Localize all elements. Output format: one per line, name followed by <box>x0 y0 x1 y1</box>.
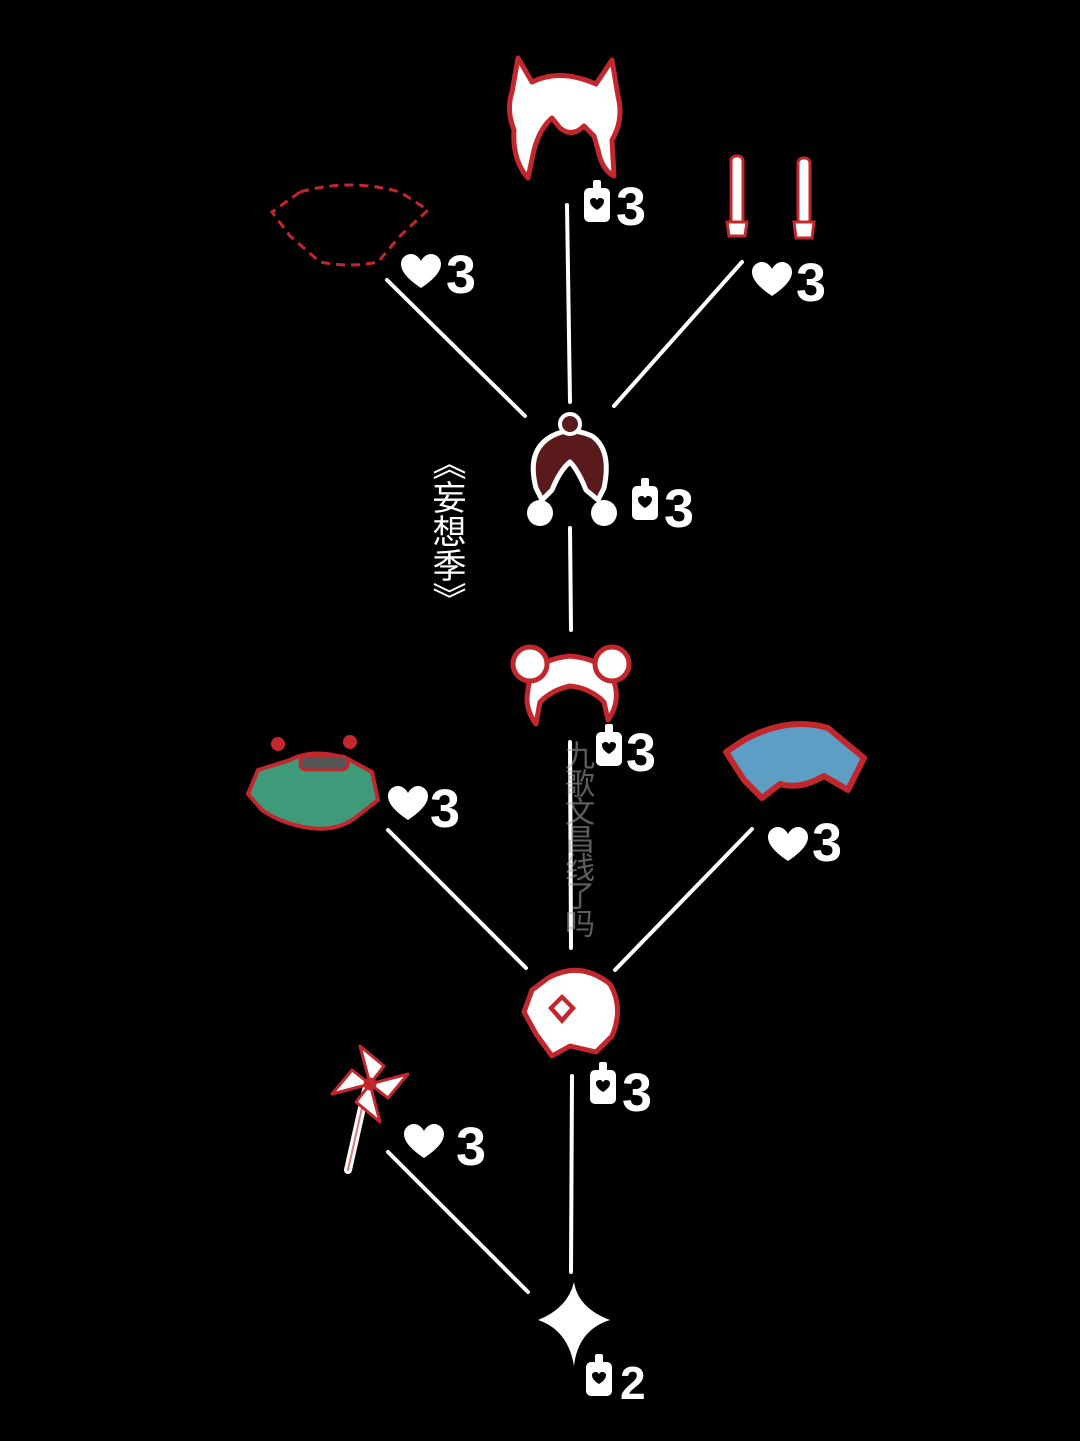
cost-label: 3 <box>812 816 842 870</box>
season-label: 《妄想季》 <box>426 446 466 616</box>
cost-value: 3 <box>446 245 477 305</box>
cost-value: 3 <box>812 813 843 873</box>
cost-label: 2 <box>620 1360 646 1406</box>
connector-line <box>386 1150 530 1294</box>
blue-cape-icon[interactable] <box>723 721 867 801</box>
cost-value: 3 <box>616 177 647 237</box>
cost-label: 3 <box>796 256 826 310</box>
connector-line <box>613 827 754 972</box>
connector-line <box>568 526 573 632</box>
cost-value: 3 <box>626 723 657 783</box>
cost-label: 3 <box>622 1066 652 1120</box>
cost-label: 3 <box>456 1120 486 1174</box>
bun-hair-icon[interactable] <box>510 644 632 727</box>
heart-icon <box>752 262 792 296</box>
mask-icon[interactable] <box>521 967 620 1059</box>
candle-icon <box>590 1062 616 1104</box>
watermark-text: 九歌文昌线了吗 <box>559 740 594 936</box>
star-icon[interactable] <box>538 1282 610 1366</box>
connector-line <box>612 260 744 408</box>
connector-line <box>565 203 572 404</box>
connector-line <box>569 1074 574 1274</box>
twin-sticks-icon[interactable] <box>725 154 816 240</box>
cost-label: 3 <box>626 726 656 780</box>
candle-icon <box>584 180 610 222</box>
connector-line <box>568 740 573 950</box>
heart-icon <box>388 786 428 820</box>
cost-value: 3 <box>796 253 827 313</box>
dashed-cape-icon[interactable] <box>269 183 431 267</box>
connector-line <box>386 828 528 970</box>
connector-line <box>385 278 527 418</box>
candle-icon <box>632 478 658 520</box>
cost-value: 3 <box>664 479 695 539</box>
cost-label: 3 <box>664 482 694 536</box>
heart-icon <box>768 827 808 861</box>
cost-value: 3 <box>456 1117 487 1177</box>
cost-value: 2 <box>620 1357 646 1409</box>
pinwheel-icon[interactable] <box>330 1044 410 1174</box>
cost-label: 3 <box>430 782 460 836</box>
candle-icon <box>586 1354 612 1396</box>
cost-value: 3 <box>430 779 461 839</box>
spiky-hair-icon[interactable] <box>506 55 623 181</box>
pompom-hair-icon[interactable] <box>527 412 617 526</box>
heart-icon <box>404 1124 444 1158</box>
candle-icon <box>596 724 622 766</box>
green-outfit-icon[interactable] <box>245 735 381 831</box>
tree-connectors <box>385 203 754 1294</box>
cost-value: 3 <box>622 1063 653 1123</box>
heart-icon <box>401 254 441 288</box>
cost-label: 3 <box>616 180 646 234</box>
cost-label: 3 <box>446 248 476 302</box>
